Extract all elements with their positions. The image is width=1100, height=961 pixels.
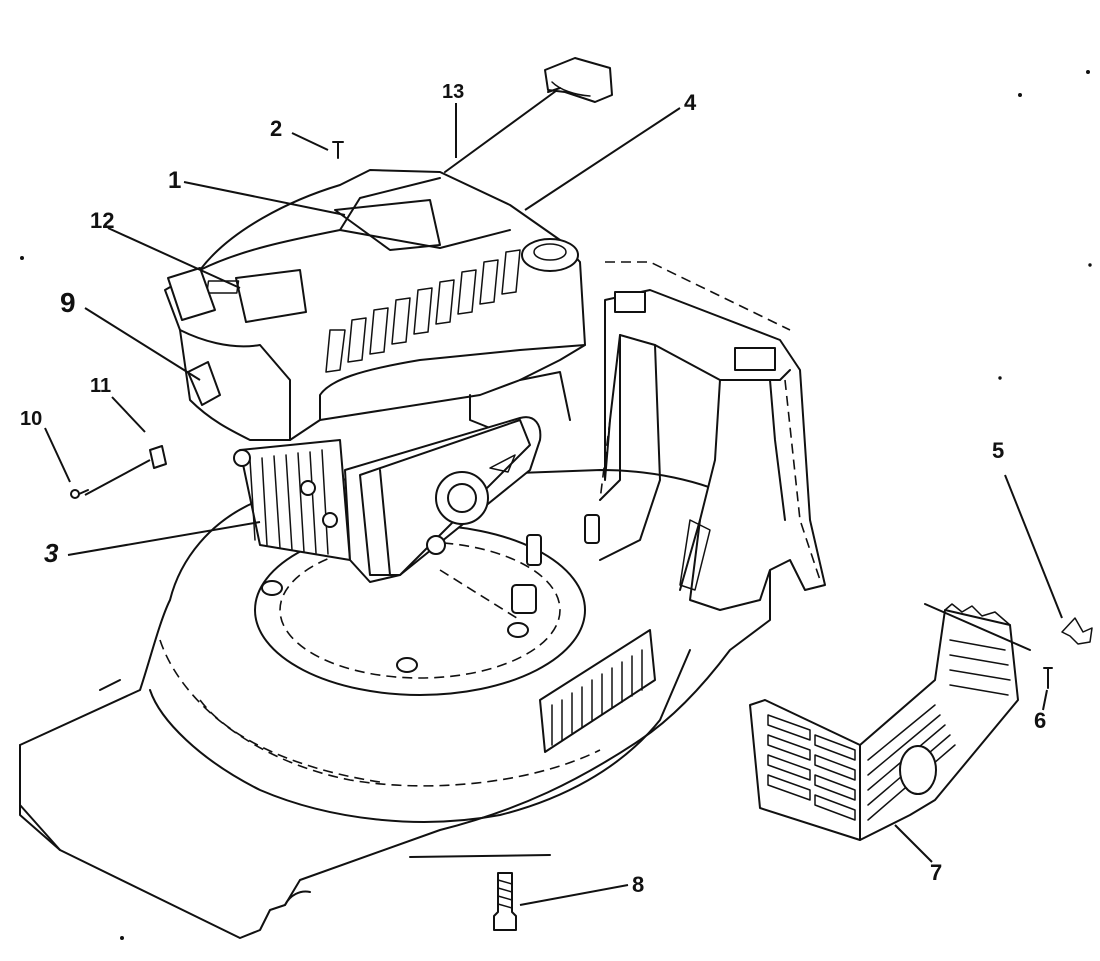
callout-7: 7 xyxy=(930,860,942,885)
leader-lines xyxy=(44,103,1063,906)
callout-6: 6 xyxy=(1034,708,1046,733)
callout-labels: 1 2 3 4 5 6 7 8 9 10 11 12 13 xyxy=(20,81,1046,897)
mower-deck xyxy=(19,469,771,939)
engine xyxy=(164,169,586,561)
callout-5: 5 xyxy=(992,438,1004,463)
throttle-cable-assembly xyxy=(444,57,613,173)
callout-9: 9 xyxy=(60,287,76,318)
callout-13: 13 xyxy=(442,81,464,103)
callout-4: 4 xyxy=(684,90,697,115)
air-cleaner xyxy=(344,416,542,583)
fasteners xyxy=(70,141,1093,931)
callout-1: 1 xyxy=(168,167,181,194)
scan-specks xyxy=(20,70,1092,940)
callout-2: 2 xyxy=(270,116,282,141)
rear-guard xyxy=(749,603,1031,841)
deck-vents xyxy=(539,629,656,753)
guard-slots-front xyxy=(767,714,856,821)
callout-12: 12 xyxy=(90,208,114,233)
callout-3: 3 xyxy=(44,538,59,568)
callout-8: 8 xyxy=(632,872,644,897)
shroud-vents xyxy=(325,249,521,373)
callout-11: 11 xyxy=(90,375,111,397)
callout-10: 10 xyxy=(20,408,42,430)
rear-frame xyxy=(599,261,826,611)
